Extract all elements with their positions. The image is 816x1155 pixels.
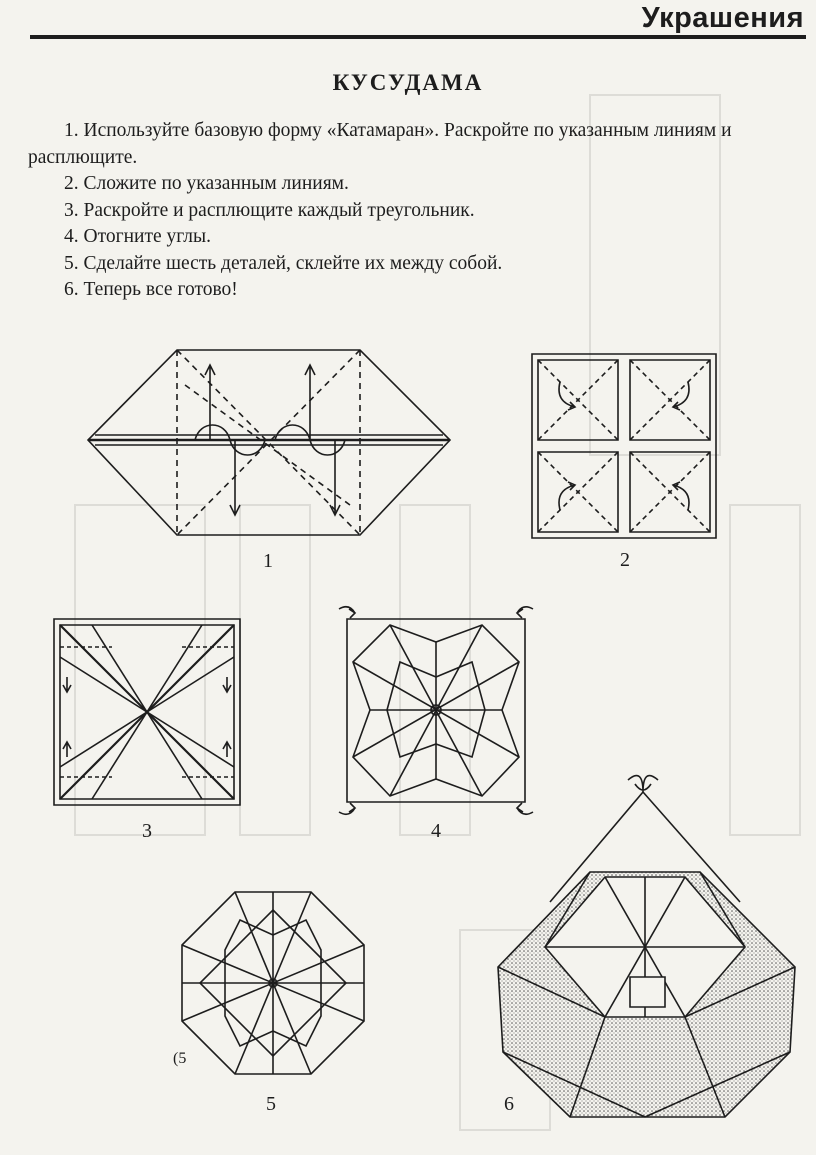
step-2: 2. Сложите по указанным линиям. [64,173,349,194]
figure-label-5-mark: (5 [173,1050,187,1067]
diagram-step-4 [345,617,527,804]
diagram-step-1 [85,345,455,545]
step-6: 6. Теперь все готово! [64,279,238,300]
section-header: Украшения [641,2,804,34]
diagram-step-3 [52,617,242,807]
diagram-step-5 [180,890,366,1076]
figure-label-6: 6 [504,1093,514,1115]
step-5: 5. Сделайте шесть деталей, склейте их ме… [64,252,503,274]
header-rule [30,35,806,39]
figure-label-5: 5 [266,1093,276,1115]
diagram-step-6 [495,762,800,1127]
page-title: КУСУДАМА [332,70,484,95]
instructions: 1. Используйте базовую форму «Катамаран»… [28,118,788,304]
step-3: 3. Раскройте и расплющите каждый треугол… [64,199,475,221]
figure-label-1: 1 [263,550,273,572]
step-1: 1. Используйте базовую форму «Катамаран»… [28,120,732,168]
figure-label-2: 2 [620,549,630,571]
step-4: 4. Отогните углы. [64,226,211,247]
figure-label-3: 3 [142,820,152,842]
diagram-step-2 [530,352,718,540]
figure-label-4: 4 [431,820,441,842]
